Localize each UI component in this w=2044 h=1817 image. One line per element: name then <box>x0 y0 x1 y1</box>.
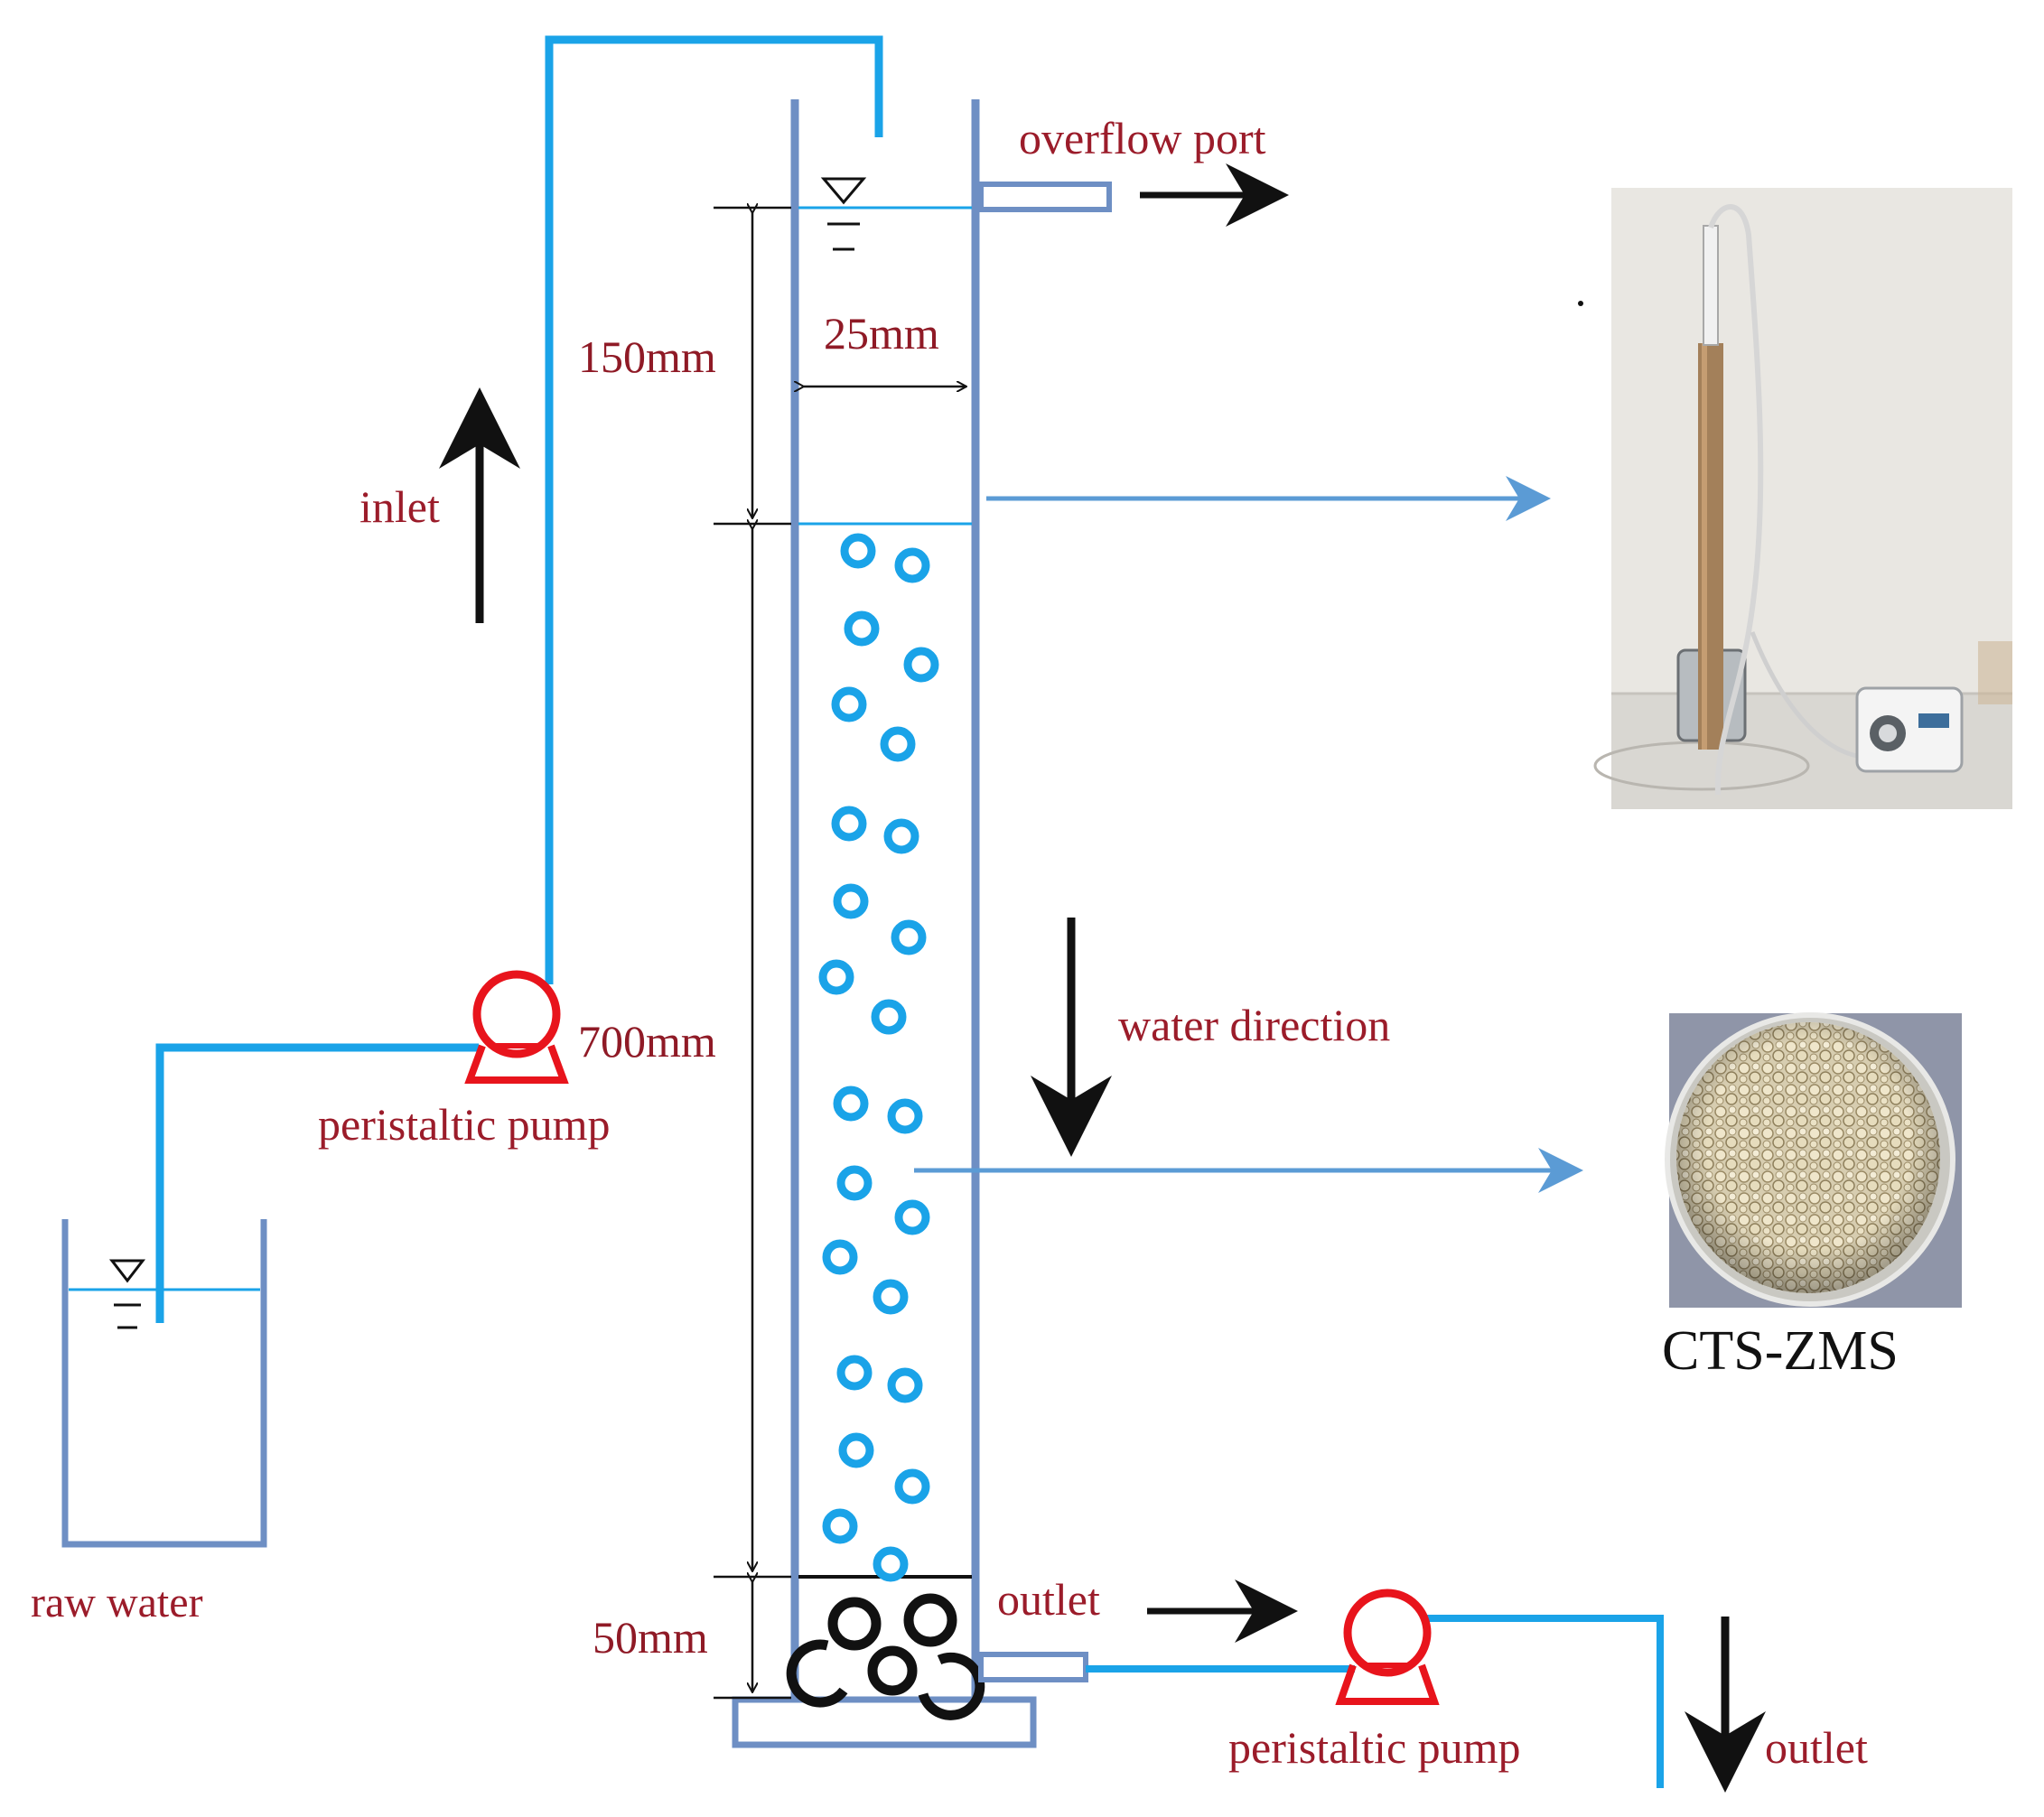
column-base <box>732 1696 1037 1748</box>
apparatus-photo <box>1578 188 2012 809</box>
outlet-pipe <box>1086 1615 1664 1788</box>
peristaltic-pump-right <box>1335 1589 1440 1705</box>
overflow-port-tube <box>978 182 1112 212</box>
water-level-symbol-column <box>820 177 867 251</box>
dimension-25mm: 25mm <box>824 308 939 359</box>
cts-zms-beads-photo <box>1665 1012 1962 1308</box>
outlet-side-label: outlet <box>997 1574 1100 1625</box>
outlet-bottom-label: outlet <box>1765 1722 1868 1773</box>
inlet-label: inlet <box>359 481 440 532</box>
inlet-pipe <box>155 35 883 1323</box>
peristaltic-pump-right-label: peristaltic pump <box>1228 1722 1521 1773</box>
support-layer-gravel <box>786 1593 985 1720</box>
peristaltic-pump-left <box>464 970 569 1084</box>
water-direction-label: water direction <box>1118 1000 1390 1050</box>
cts-zms-bead-bed <box>818 533 939 1582</box>
cts-zms-caption: CTS-ZMS <box>1662 1320 1899 1382</box>
adsorption-column <box>732 99 1037 1748</box>
water-level-symbol-tank <box>108 1259 146 1329</box>
raw-water-tank <box>61 1219 267 1548</box>
dimension-lines <box>714 208 966 1700</box>
dimension-700mm: 700mm <box>578 1016 716 1067</box>
outlet-port-tube <box>978 1652 1088 1682</box>
overflow-port-label: overflow port <box>1019 113 1266 163</box>
peristaltic-pump-left-label: peristaltic pump <box>318 1099 611 1150</box>
raw-water-label: raw water <box>31 1579 203 1626</box>
dimension-150mm: 150mm <box>578 331 716 382</box>
dimension-50mm: 50mm <box>593 1612 708 1663</box>
